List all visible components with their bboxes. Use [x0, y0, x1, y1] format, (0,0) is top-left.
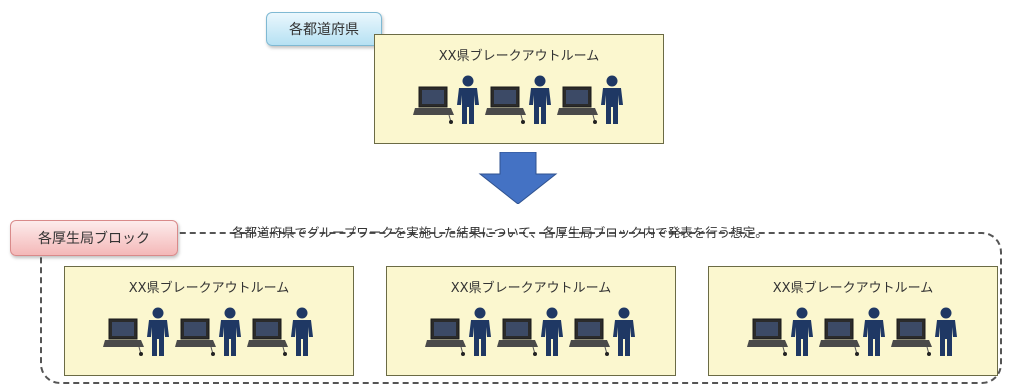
participant-pair	[175, 307, 243, 361]
person-icon	[145, 307, 171, 361]
block-label-text: 各厚生局ブロック	[38, 231, 150, 247]
person-icon	[289, 307, 315, 361]
person-icon	[599, 75, 625, 129]
participant-pair	[569, 307, 637, 361]
person-icon	[527, 75, 553, 129]
person-icon	[217, 307, 243, 361]
room-title: XX県ブレークアウトルーム	[128, 281, 290, 296]
block-label: 各厚生局ブロック	[10, 220, 178, 256]
laptop-icon	[485, 75, 527, 129]
laptop-icon	[819, 307, 861, 361]
top-breakout-room: XX県ブレークアウトルーム	[374, 34, 664, 144]
participants-group	[65, 307, 353, 361]
room-title: XX県ブレークアウトルーム	[438, 49, 600, 64]
laptop-icon	[413, 75, 455, 129]
laptop-icon	[425, 307, 467, 361]
participant-pair	[485, 75, 553, 129]
description-text: 各都道府県でグループワークを実施した結果について、各厚生局ブロック内で発表を行う…	[232, 225, 768, 240]
room-title: XX県ブレークアウトルーム	[772, 281, 934, 296]
participant-pair	[247, 307, 315, 361]
prefecture-label: 各都道府県	[266, 12, 382, 46]
laptop-icon	[247, 307, 289, 361]
block-breakout-room: XX県ブレークアウトルーム	[64, 266, 354, 376]
laptop-icon	[747, 307, 789, 361]
laptop-icon	[891, 307, 933, 361]
laptop-icon	[175, 307, 217, 361]
laptop-icon	[103, 307, 145, 361]
participant-pair	[747, 307, 815, 361]
room-title: XX県ブレークアウトルーム	[450, 281, 612, 296]
participant-pair	[497, 307, 565, 361]
person-icon	[455, 75, 481, 129]
participant-pair	[413, 75, 481, 129]
block-frame	[40, 232, 1002, 384]
laptop-icon	[557, 75, 599, 129]
down-arrow-icon	[478, 152, 558, 204]
participant-pair	[819, 307, 887, 361]
prefecture-label-text: 各都道府県	[289, 22, 359, 38]
participant-pair	[103, 307, 171, 361]
block-breakout-room: XX県ブレークアウトルーム	[386, 266, 676, 376]
participant-pair	[557, 75, 625, 129]
laptop-icon	[497, 307, 539, 361]
participant-pair	[891, 307, 959, 361]
block-breakout-room: XX県ブレークアウトルーム	[708, 266, 998, 376]
participant-pair	[425, 307, 493, 361]
person-icon	[789, 307, 815, 361]
person-icon	[861, 307, 887, 361]
participants-group	[375, 75, 663, 129]
participants-group	[387, 307, 675, 361]
participants-group	[709, 307, 997, 361]
laptop-icon	[569, 307, 611, 361]
person-icon	[539, 307, 565, 361]
person-icon	[611, 307, 637, 361]
person-icon	[467, 307, 493, 361]
person-icon	[933, 307, 959, 361]
